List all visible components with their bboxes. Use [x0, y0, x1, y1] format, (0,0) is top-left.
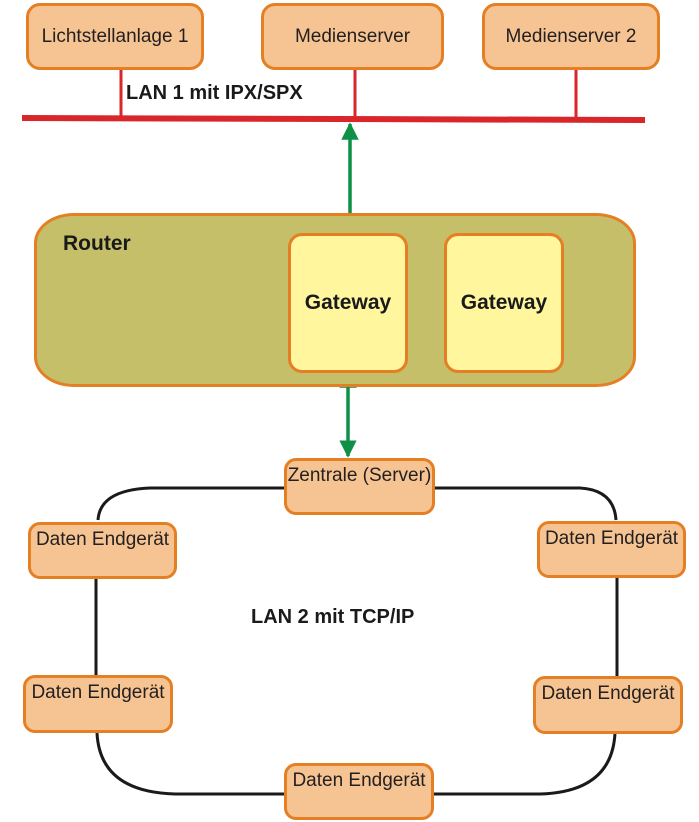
- terminal-right-upper[interactable]: Daten Endgerät: [537, 521, 686, 578]
- server-zentrale[interactable]: Zentrale (Server): [284, 458, 435, 515]
- lan1-label: LAN 1 mit IPX/SPX: [126, 82, 303, 104]
- gateway-label: Gateway: [304, 291, 392, 314]
- terminal-right-lower[interactable]: Daten Endgerät: [533, 676, 683, 734]
- device-label: Lichtstellanlage 1: [41, 25, 189, 47]
- device-medienserver[interactable]: Medienserver: [261, 3, 444, 70]
- device-label: Medienserver 2: [505, 25, 637, 47]
- terminal-label: Daten Endgerät: [541, 683, 675, 704]
- lan2-label: LAN 2 mit TCP/IP: [251, 606, 415, 628]
- server-label: Zentrale (Server): [287, 465, 432, 486]
- terminal-label: Daten Endgerät: [544, 528, 679, 549]
- gateway-1[interactable]: Gateway: [288, 233, 408, 373]
- lan2-ring-bottom-left: [95, 732, 285, 796]
- terminal-label: Daten Endgerät: [31, 682, 165, 703]
- terminal-left-upper[interactable]: Daten Endgerät: [28, 522, 177, 579]
- terminal-label: Daten Endgerät: [292, 770, 426, 791]
- device-lichtstellanlage-1[interactable]: Lichtstellanlage 1: [26, 3, 204, 70]
- router-label: Router: [63, 232, 131, 255]
- terminal-left-lower[interactable]: Daten Endgerät: [23, 675, 173, 733]
- lan2-ring-top-right: [433, 486, 618, 521]
- terminal-bottom[interactable]: Daten Endgerät: [284, 763, 434, 820]
- lan1-bus: [21, 115, 646, 123]
- device-label: Medienserver: [294, 25, 411, 47]
- lan2-ring-top-left: [96, 486, 285, 521]
- gateway-label: Gateway: [460, 291, 548, 314]
- terminal-label: Daten Endgerät: [35, 529, 170, 550]
- device-medienserver-2[interactable]: Medienserver 2: [482, 3, 660, 70]
- lan2-ring-bottom-right: [433, 732, 617, 796]
- gateway-2[interactable]: Gateway: [444, 233, 564, 373]
